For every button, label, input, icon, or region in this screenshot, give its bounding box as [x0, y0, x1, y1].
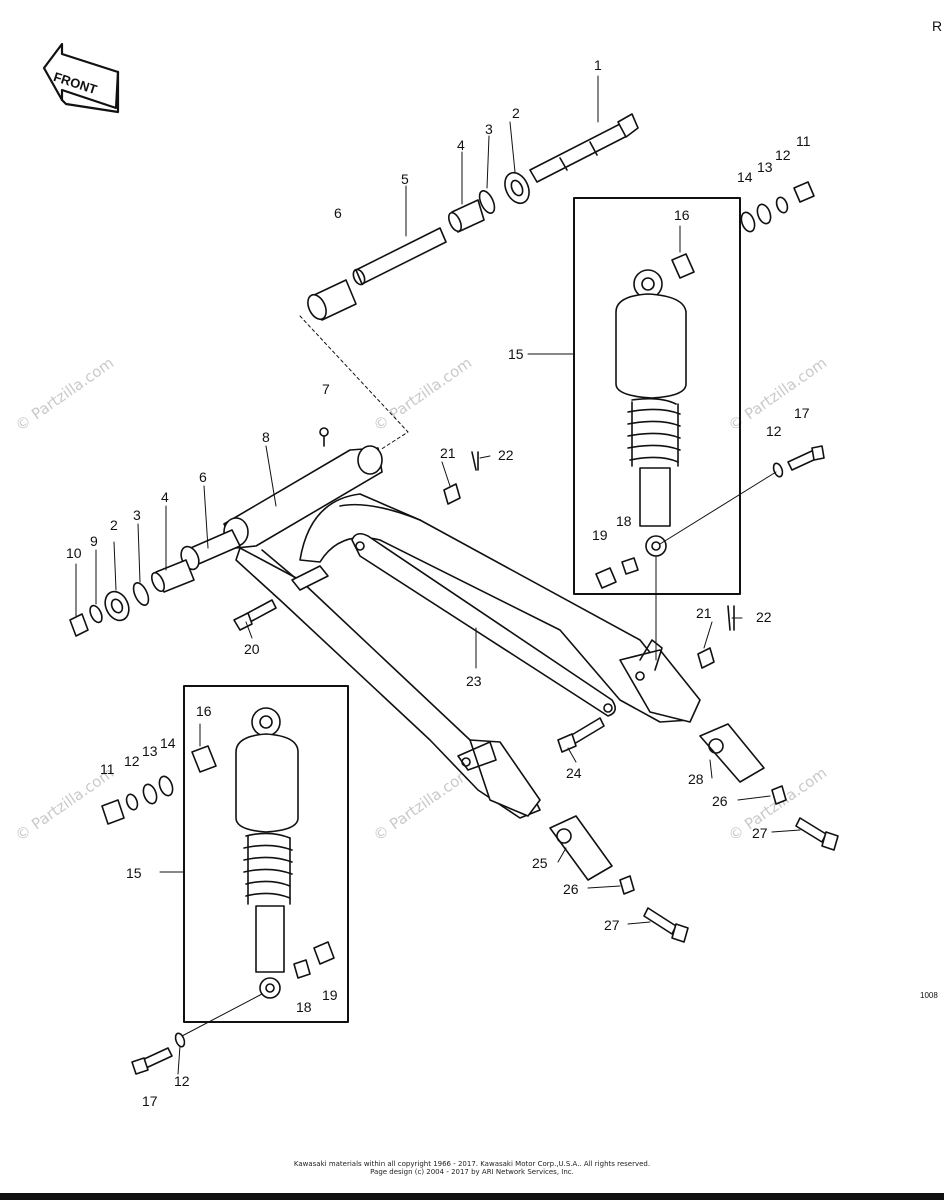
washer-part-2 [504, 171, 530, 205]
callout-2: 2 [512, 105, 520, 121]
callout-28: 28 [688, 771, 704, 787]
copyright-line-1: Kawasaki materials within all copyright … [293, 1160, 651, 1168]
chain-adjuster-part-28 [699, 723, 765, 783]
callout-19-right: 19 [592, 527, 608, 543]
washer-part-12d [174, 1032, 186, 1048]
collar-part-6 [307, 279, 357, 321]
callout-22-top: 22 [498, 447, 514, 463]
callout-4: 4 [457, 137, 465, 153]
callout-7: 7 [322, 381, 330, 397]
o-ring-part-3 [478, 190, 496, 214]
bolt-part-27b [643, 907, 689, 943]
nut-part-11b [101, 799, 125, 825]
side-code: 1008 [920, 991, 938, 1000]
callout-2-left: 2 [110, 517, 118, 533]
collar-part-18b [293, 959, 311, 979]
callout-4-left: 4 [161, 489, 169, 505]
callout-27-left: 27 [604, 917, 620, 933]
callout-18-right: 18 [616, 513, 632, 529]
washer-part-12b [772, 462, 784, 478]
bushing-part-19b [313, 941, 335, 965]
callout-26-left: 26 [563, 881, 579, 897]
callout-12-left-bolt: 12 [174, 1073, 190, 1089]
callout-12-left: 12 [124, 753, 140, 769]
nut-part-11a [793, 181, 815, 203]
callout-17-right: 17 [794, 405, 810, 421]
bolt-part-24 [557, 717, 605, 753]
washer-part-14b [158, 775, 174, 797]
callout-23: 23 [466, 673, 482, 689]
collar-part-18a [621, 557, 639, 575]
chain-guard-part-23 [351, 532, 616, 717]
callout-15-left: 15 [126, 865, 142, 881]
right-shock-absorber-part-15 [615, 269, 687, 557]
callout-18-left: 18 [296, 999, 312, 1015]
callout-6-left: 6 [199, 469, 207, 485]
bottom-bar [0, 1193, 944, 1200]
bolt-part-17a [787, 445, 825, 471]
callout-16-left: 16 [196, 703, 212, 719]
callout-6: 6 [334, 205, 342, 221]
bolt-part-27a [795, 817, 839, 851]
bolt-part-17b [131, 1047, 173, 1075]
nut-part-21b [697, 647, 715, 669]
callout-15-right: 15 [508, 346, 524, 362]
callout-13-right: 13 [757, 159, 773, 175]
cotter-pin-part-22a [471, 451, 479, 471]
callout-21-mid: 21 [696, 605, 712, 621]
sleeve-part-5 [352, 227, 447, 286]
callout-13-left: 13 [142, 743, 158, 759]
callout-21-top: 21 [440, 445, 456, 461]
callout-9: 9 [90, 533, 98, 549]
callout-11-right: 11 [796, 133, 811, 149]
left-shock-group-box [183, 685, 349, 1023]
washer-part-14a [740, 211, 756, 233]
bushing-part-19a [595, 567, 617, 589]
callout-22-mid: 22 [756, 609, 772, 625]
callout-17-left: 17 [142, 1093, 158, 1109]
callout-14-left: 14 [160, 735, 176, 751]
chain-adjuster-part-25 [549, 815, 613, 881]
washer-part-13a [756, 203, 772, 225]
nut-part-21a [443, 483, 461, 505]
callout-16-right: 16 [674, 207, 690, 223]
callout-19-left: 19 [322, 987, 338, 1003]
callout-3: 3 [485, 121, 493, 137]
callout-12-right-top: 12 [775, 147, 791, 163]
pivot-bolt-part-1 [529, 113, 639, 183]
callout-27-right: 27 [752, 825, 768, 841]
washer-part-12c [125, 793, 139, 811]
left-pivot-hardware [69, 529, 241, 637]
corner-letter: R [932, 18, 943, 34]
callout-25: 25 [532, 855, 548, 871]
bushing-part-16b [191, 745, 217, 773]
callout-10: 10 [66, 545, 82, 561]
washer-part-12a [775, 196, 789, 214]
callout-20: 20 [244, 641, 260, 657]
right-shock-group-box [573, 197, 741, 595]
nut-part-26b [619, 875, 635, 895]
washer-part-13b [142, 783, 158, 805]
left-shock-absorber-part-15 [235, 707, 299, 999]
callout-14-right: 14 [737, 169, 753, 185]
callout-26-right: 26 [712, 793, 728, 809]
callout-12-right-bolt: 12 [766, 423, 782, 439]
copyright-line-2: Page design (c) 2004 - 2017 by ARI Netwo… [370, 1168, 574, 1176]
callout-3-left: 3 [133, 507, 141, 523]
front-arrow-icon [42, 42, 120, 114]
bushing-part-4 [448, 199, 485, 233]
bushing-part-16a [671, 253, 695, 279]
bolt-part-20 [233, 599, 277, 631]
callout-8: 8 [262, 429, 270, 445]
callout-11-left: 11 [100, 761, 115, 777]
callout-5: 5 [401, 171, 409, 187]
callout-1: 1 [594, 57, 602, 73]
callout-24: 24 [566, 765, 582, 781]
nut-part-26a [771, 785, 787, 805]
